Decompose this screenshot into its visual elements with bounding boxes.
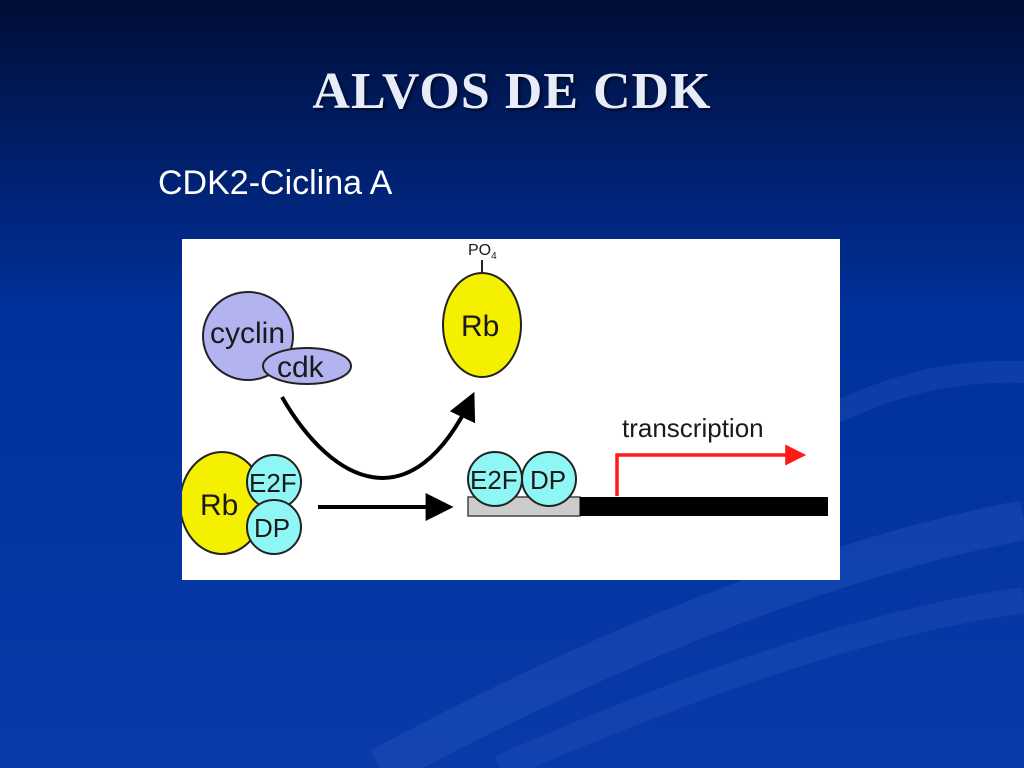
po4-label: PO4 (468, 242, 497, 262)
rb-complex-label: Rb (200, 489, 238, 522)
rb-phosphorylated-label: Rb (461, 310, 499, 343)
rb-phosphorylated-oval (442, 272, 522, 378)
dp-free-label: DP (530, 465, 566, 495)
transcription-label: transcription (622, 413, 764, 443)
diagram-canvas: cyclin cdk PO4 Rb Rb E2F DP E2F DP trans… (182, 242, 828, 555)
dp-complex-circle (246, 499, 302, 555)
transcription-arrow (615, 444, 807, 496)
cdk-targets-diagram: cyclin cdk PO4 Rb Rb E2F DP E2F DP trans… (182, 239, 840, 580)
cyclin-label: cyclin (210, 317, 285, 350)
dp-complex-label: DP (254, 513, 290, 543)
e2f-complex-label: E2F (249, 468, 297, 498)
phosphorylation-arrow (280, 391, 476, 480)
slide-subtitle: CDK2-Ciclina A (158, 164, 393, 202)
slide-title: ALVOS DE CDK (312, 63, 712, 120)
e2f-free-label: E2F (470, 465, 518, 495)
gene-region (580, 497, 828, 516)
cdk-oval (262, 347, 352, 385)
dp-free-circle (521, 451, 577, 507)
cdk-label: cdk (277, 351, 325, 384)
